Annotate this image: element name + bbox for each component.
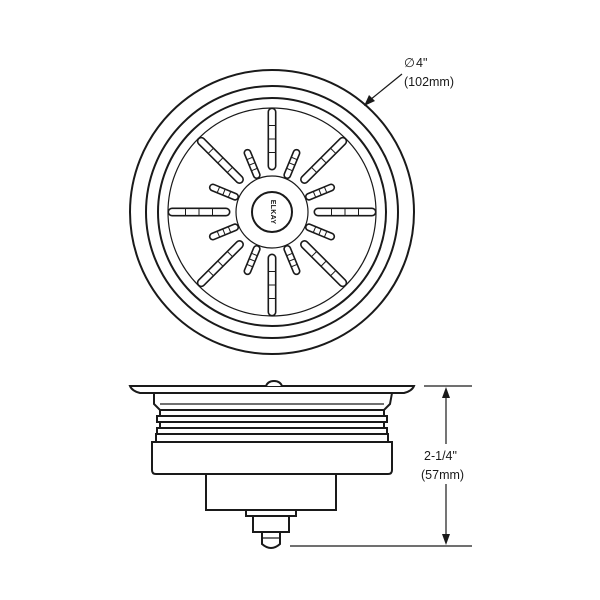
drain-slot-tick-13 <box>249 162 256 166</box>
drain-slot-tick-14 <box>286 167 293 172</box>
basket-rim <box>157 97 387 327</box>
flange-outer-ring <box>129 69 415 355</box>
drain-slot-tick-7 <box>320 157 327 164</box>
drain-slot-tick-7 <box>311 167 317 173</box>
drain-slot-tick-8 <box>323 231 328 238</box>
drain-slot-tick-12 <box>216 186 221 193</box>
drain-slot-tick-7 <box>330 148 336 154</box>
hub-inner <box>251 191 293 233</box>
lower-cup <box>151 441 393 475</box>
diameter-imperial-text: 4" <box>416 56 427 70</box>
height-arrow-bottom <box>442 534 450 545</box>
drain-slot-tick-13 <box>246 156 253 161</box>
drain-slot-tick-11 <box>216 231 221 238</box>
drain-slot-tick-11 <box>222 228 226 235</box>
drain-slot-tick-1 <box>330 270 336 276</box>
height-imperial-text: 2-1/4" <box>424 449 457 463</box>
height-label-backdrop <box>418 444 480 484</box>
drain-slot-tick-12 <box>227 191 232 198</box>
drain-slot-tick-5 <box>227 167 233 173</box>
tailpiece <box>205 473 337 511</box>
height-arrow-top <box>442 387 450 398</box>
post-body <box>252 515 290 533</box>
drain-slot-tick-5 <box>217 157 224 164</box>
height-metric-text: (57mm) <box>421 468 464 482</box>
drain-slot-tick-1 <box>320 260 327 267</box>
drain-slot-tick-3 <box>217 260 224 267</box>
drain-slot-tick-9 <box>286 252 293 257</box>
drain-slots <box>167 107 377 317</box>
drain-slot-tick-5 <box>208 148 214 154</box>
drain-slot-tick-10 <box>251 252 258 257</box>
drain-slot-tick-10 <box>249 258 256 262</box>
drain-slot-tick-9 <box>288 258 295 262</box>
diameter-leader-arrow <box>364 95 375 106</box>
diameter-metric-text: (102mm) <box>404 75 454 89</box>
flange-profile <box>128 385 416 394</box>
side-view <box>128 379 416 549</box>
drain-slot-tick-15 <box>323 186 328 193</box>
diameter-leader-line <box>369 73 403 101</box>
drain-slot-tick-13 <box>251 167 258 172</box>
hub-outer <box>235 175 309 249</box>
gasket-ring-5 <box>155 433 389 443</box>
diameter-callout: ∅ 4" (102mm) <box>364 56 454 106</box>
drain-slot-tick-14 <box>288 162 295 166</box>
flange-inner-ring <box>145 85 399 339</box>
top-view: ELKAY <box>129 69 415 355</box>
drain-slot-tick-8 <box>318 228 322 235</box>
drain-slot-tick-12 <box>222 189 226 196</box>
drain-slot-tick-8 <box>312 226 317 233</box>
drain-slot-tick-14 <box>291 156 298 161</box>
diameter-symbol: ∅ <box>404 56 415 70</box>
drain-slot-tick-1 <box>311 251 317 257</box>
height-dimension: 2-1/4" (57mm) <box>290 385 480 547</box>
drain-slot-tick-9 <box>291 263 298 268</box>
brand-label: ELKAY <box>269 200 276 225</box>
flange-cap <box>265 379 283 387</box>
drain-slot-tick-3 <box>208 270 214 276</box>
drain-slot-tick-10 <box>246 263 253 268</box>
post-tip <box>261 531 281 549</box>
body-upper <box>153 392 394 411</box>
drain-slot-tick-11 <box>227 226 232 233</box>
drain-slot-tick-15 <box>318 189 322 196</box>
drain-slot-tick-15 <box>312 191 317 198</box>
drain-slot-tick-3 <box>227 251 233 257</box>
